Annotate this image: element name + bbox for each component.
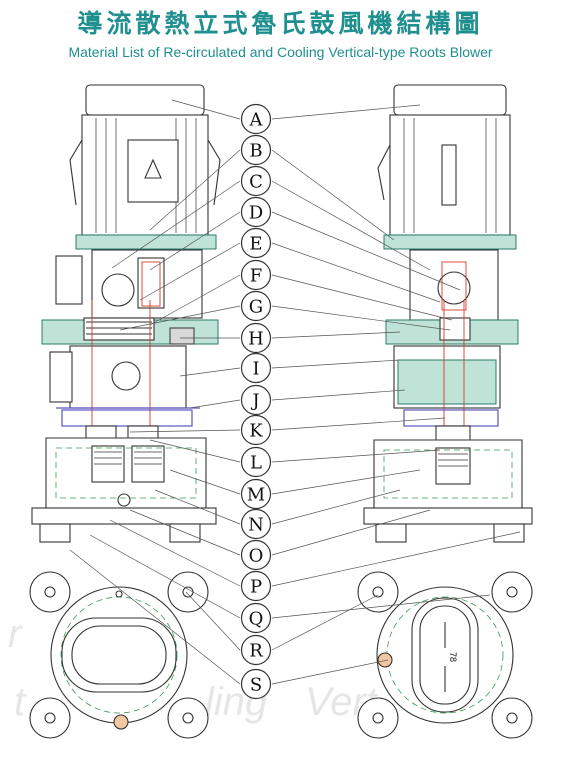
label-h-text: H	[248, 329, 264, 350]
label-m: M	[240, 478, 272, 510]
label-l: L	[240, 446, 272, 478]
label-r-text: R	[249, 641, 263, 662]
label-q-text: Q	[249, 609, 264, 630]
label-f-text: F	[250, 266, 263, 287]
label-f: F	[240, 259, 272, 291]
label-p-text: P	[250, 577, 262, 598]
label-o: O	[240, 539, 272, 571]
label-n-text: N	[248, 515, 264, 536]
side-view	[363, 84, 533, 543]
label-g: G	[240, 290, 272, 322]
label-q: Q	[240, 602, 272, 634]
bottom-plan-left	[29, 571, 209, 739]
leader-lines	[69, 99, 521, 685]
label-d: D	[240, 196, 272, 228]
label-j-text: J	[250, 391, 259, 412]
label-b-text: B	[249, 141, 262, 162]
label-n: N	[240, 508, 272, 540]
label-h: H	[240, 322, 272, 354]
label-i: I	[240, 352, 272, 384]
label-b: B	[240, 134, 272, 166]
dimension-78-label: 78	[448, 652, 458, 662]
label-i-text: I	[252, 359, 259, 380]
label-c: C	[240, 165, 272, 197]
label-c-text: C	[249, 172, 263, 193]
label-p: P	[240, 570, 272, 602]
label-s: S	[240, 668, 272, 700]
label-k-text: K	[249, 421, 263, 442]
label-m-text: M	[247, 485, 265, 506]
label-k: K	[240, 414, 272, 446]
label-a-text: A	[249, 110, 264, 131]
chinese-title: 導流散熱立式魯氏鼓風機結構圖	[77, 9, 484, 38]
bottom-plan-right: 78	[357, 571, 533, 739]
watermark-text: t	[14, 680, 26, 724]
label-a: A	[240, 103, 272, 135]
label-r: R	[240, 634, 272, 666]
label-j: J	[240, 384, 272, 416]
label-s-text: S	[250, 675, 262, 696]
english-title: Material List of Re-circulated and Cooli…	[68, 44, 493, 60]
label-l-text: L	[250, 453, 262, 474]
label-e-text: E	[249, 234, 262, 255]
label-o-text: O	[249, 546, 264, 567]
part-labels: A B C D E F G H I J K L M N O P Q R S	[240, 103, 272, 700]
label-e: E	[240, 227, 272, 259]
watermark-text: r	[8, 612, 22, 656]
front-view	[31, 84, 221, 543]
label-g-text: G	[249, 297, 263, 318]
label-d-text: D	[249, 203, 263, 224]
